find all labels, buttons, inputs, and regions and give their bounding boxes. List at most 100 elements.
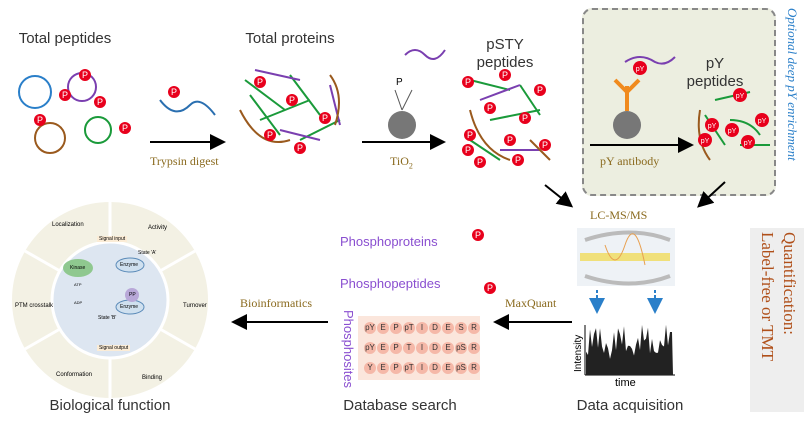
phospho-badge: P <box>484 102 496 114</box>
svg-text:P: P <box>396 77 403 88</box>
tio2-bead-illustration: P <box>388 49 446 139</box>
wheel-ptm-crosstalk: PTM crosstalk <box>15 303 54 309</box>
phospho-badge: P <box>512 154 524 166</box>
svg-text:pY: pY <box>744 140 753 147</box>
residue-cell: pY <box>364 322 376 334</box>
wheel-enzyme-a: Enzyme <box>120 262 139 268</box>
arrow-py-to-lcms <box>697 181 726 208</box>
residue-cell: E <box>377 342 389 354</box>
stage-biological-function: Biological function <box>49 397 171 414</box>
residue-cell: E <box>442 362 454 374</box>
residue-cell: I <box>416 342 428 354</box>
optional-enrichment-label: Optional deep pY enrichment <box>785 8 800 161</box>
residue-cell: D <box>429 362 441 374</box>
optional-enrichment-box <box>582 8 776 196</box>
label-maxquant: MaxQuant <box>505 296 557 310</box>
residue-cell: D <box>429 342 441 354</box>
wheel-adp: ADP <box>74 300 83 305</box>
svg-text:P: P <box>171 87 177 97</box>
stage-pSTY-peptides: pSTY peptides <box>476 36 534 71</box>
phospho-badge: P <box>519 112 531 124</box>
residue-cell: Y <box>364 362 376 374</box>
wheel-state-a: State 'A' <box>138 250 157 256</box>
phospho-badge: pY <box>733 88 747 102</box>
wheel-pp: PP <box>129 292 136 298</box>
residue-cell: P <box>390 342 402 354</box>
svg-text:P: P <box>289 95 295 105</box>
chart-ylabel: Intensity <box>573 334 584 372</box>
phospho-badge: P <box>79 69 91 81</box>
total-peptides-illustration <box>18 72 112 154</box>
phospho-badge: P <box>462 144 474 156</box>
svg-text:P: P <box>465 145 471 155</box>
svg-text:P: P <box>267 130 273 140</box>
lcms-instrument <box>577 228 675 286</box>
stage-database-search: Database search <box>343 397 457 414</box>
phospho-badge: P <box>462 76 474 88</box>
phospho-badge: P <box>59 89 71 101</box>
svg-text:P: P <box>297 143 303 153</box>
residue-cell: R <box>468 362 480 374</box>
svg-text:P: P <box>465 77 471 87</box>
svg-text:P: P <box>507 135 513 145</box>
phospho-badge: P <box>264 129 276 141</box>
phospho-badge: P <box>474 156 486 168</box>
svg-text:pY: pY <box>728 128 737 135</box>
biological-function-wheel <box>12 202 208 398</box>
phosphoproteins-label: Phosphoproteins <box>340 234 438 249</box>
stage-total-peptides: Total peptides <box>18 30 112 47</box>
stage-pY-peptides: pY peptides <box>686 55 744 90</box>
phospho-badge: P <box>254 76 266 88</box>
svg-text:pY: pY <box>708 123 717 130</box>
residue-cell: T <box>403 342 415 354</box>
svg-text:pY: pY <box>636 66 645 73</box>
svg-text:P: P <box>82 70 88 80</box>
label-bioinformatics: Bioinformatics <box>240 296 312 310</box>
label-tio2: TiO2 <box>390 154 413 171</box>
quantification-box <box>750 228 804 412</box>
svg-text:P: P <box>62 90 68 100</box>
phospho-badge: pY <box>755 113 769 127</box>
phospho-badge: pY <box>698 133 712 147</box>
phospho-badge: pY <box>725 123 739 137</box>
phosphopeptides-label: Phosphopeptides <box>340 276 441 291</box>
svg-text:P: P <box>37 115 43 125</box>
svg-text:P: P <box>467 130 473 140</box>
wheel-signal-input: Signal input <box>97 236 128 242</box>
phospho-badge: P <box>504 134 516 146</box>
phospho-badge: pY <box>741 135 755 149</box>
wheel-conformation: Conformation <box>56 372 93 378</box>
phospho-badge: P <box>464 129 476 141</box>
wheel-activity: Activity <box>148 225 168 231</box>
residue-cell: E <box>442 322 454 334</box>
svg-text:P: P <box>502 70 508 80</box>
phospho-badge: P <box>499 69 511 81</box>
residue-cell: pT <box>403 322 415 334</box>
svg-text:P: P <box>515 155 521 165</box>
label-py-antibody: pY antibody <box>600 154 660 168</box>
svg-text:P: P <box>257 77 263 87</box>
wheel-state-b: State 'B' <box>98 315 117 321</box>
residue-cell: S <box>455 322 467 334</box>
svg-text:P: P <box>522 113 528 123</box>
phosphosites-label: Phosphosites <box>341 310 356 389</box>
residue-cell: P <box>390 322 402 334</box>
phospho-badge: P <box>294 142 306 154</box>
phospho-badge: P <box>119 122 131 134</box>
svg-text:P: P <box>487 283 493 293</box>
phospho-badge: pY <box>705 118 719 132</box>
wheel-signal-output: Signal output <box>97 345 131 351</box>
residue-cell: P <box>390 362 402 374</box>
process-arrows <box>150 134 726 330</box>
digest-illustration <box>159 69 341 143</box>
chromatogram <box>584 324 675 376</box>
wheel-turnover: Turnover <box>183 303 207 309</box>
label-trypsin-digest: Trypsin digest <box>150 154 219 168</box>
quantification-label: Quantification:Label-free or TMT <box>758 232 799 362</box>
svg-text:pY: pY <box>701 138 710 145</box>
phospho-badge: pY <box>633 61 647 75</box>
